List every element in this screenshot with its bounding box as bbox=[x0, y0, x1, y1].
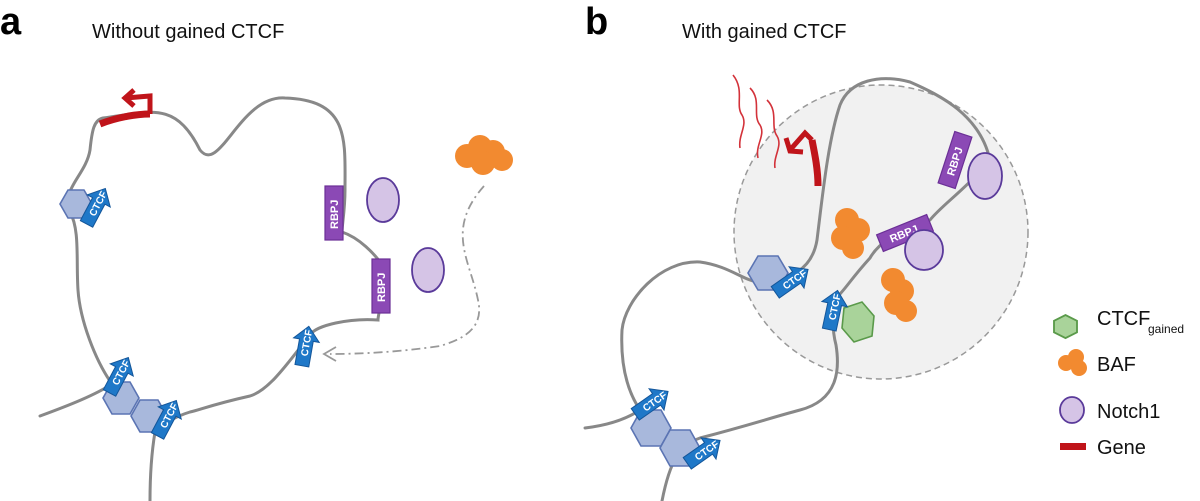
panel-b-letter: b bbox=[585, 1, 608, 43]
recruitment-arrowhead bbox=[322, 346, 337, 362]
legend-item-notch1: Notch1 bbox=[1059, 396, 1160, 424]
chromatin-fiber-b bbox=[583, 77, 992, 501]
legend: CTCF gained BAF Notch1 Gene bbox=[1053, 308, 1184, 459]
baf-cluster-b1 bbox=[831, 208, 870, 259]
gene-b bbox=[808, 139, 822, 187]
notch1-ellipse bbox=[904, 229, 944, 271]
gene-a bbox=[98, 110, 151, 128]
purple-ellipse-icon bbox=[1059, 396, 1085, 424]
notch1-ellipse bbox=[411, 247, 445, 293]
ctcf-label: CTCF bbox=[827, 293, 843, 321]
orange-cluster-icon bbox=[1058, 349, 1087, 376]
ctcf-arrow-b2: CTCF bbox=[820, 289, 849, 332]
notch1-ellipse bbox=[967, 152, 1003, 200]
legend-item-gene: Gene bbox=[1060, 437, 1146, 459]
panel-b: b With gained CTCF CTCF CTCF CTCF CTCF bbox=[583, 1, 1029, 501]
ctcf-arrow-a4: CTCF bbox=[292, 325, 321, 368]
red-bar-icon bbox=[1060, 443, 1086, 450]
baf-cluster-a bbox=[455, 135, 513, 175]
rbpj-box-b1: RBPJ bbox=[937, 130, 973, 190]
notch1-ellipse bbox=[366, 177, 400, 223]
recruitment-arrow bbox=[329, 185, 485, 355]
baf-cluster-b2 bbox=[881, 268, 917, 322]
panel-a-title: Without gained CTCF bbox=[92, 21, 284, 43]
legend-label-gene: Gene bbox=[1097, 437, 1146, 459]
transcription-lines bbox=[732, 74, 780, 169]
rbpj-label: RBPJ bbox=[376, 273, 388, 302]
panel-b-title: With gained CTCF bbox=[682, 21, 847, 43]
legend-item-ctcf-gained: CTCF gained bbox=[1053, 308, 1184, 340]
panel-a: a Without gained CTCF CTCF CTCF CTCF CTC… bbox=[0, 1, 513, 501]
interaction-domain bbox=[733, 84, 1029, 380]
legend-label-ctcf: CTCF bbox=[1097, 308, 1150, 330]
chromatin-fiber-a bbox=[38, 96, 384, 501]
legend-label-notch1: Notch1 bbox=[1097, 401, 1160, 423]
legend-label-baf: BAF bbox=[1097, 354, 1136, 376]
tss-arrow-b bbox=[783, 129, 814, 155]
legend-subscript-gained: gained bbox=[1148, 322, 1184, 336]
rbpj-label: RBPJ bbox=[329, 200, 341, 229]
ctcf-gained-hexagon bbox=[841, 301, 875, 343]
tss-arrow-a bbox=[121, 88, 153, 114]
rbpj-box-a2: RBPJ bbox=[371, 258, 391, 314]
legend-item-baf: BAF bbox=[1058, 349, 1136, 376]
panel-a-letter: a bbox=[0, 1, 22, 43]
rbpj-box-a1: RBPJ bbox=[324, 185, 344, 241]
green-hexagon-icon bbox=[1053, 314, 1078, 340]
ctcf-label: CTCF bbox=[300, 329, 315, 357]
